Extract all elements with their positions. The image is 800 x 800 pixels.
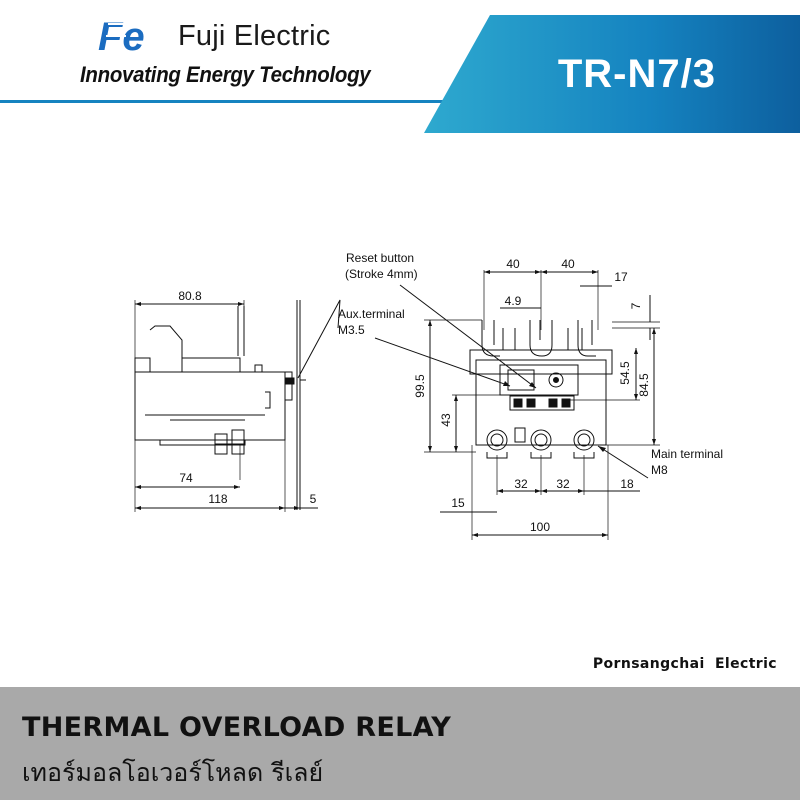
reset-label-line2: (Stroke 4mm) (345, 267, 418, 281)
dim-7: 7 (629, 302, 643, 309)
brand: Fe Fuji Electric (98, 16, 330, 56)
product-title-thai: เทอร์มอลโอเวอร์โหลด รีเลย์ (22, 758, 324, 787)
header: Fe Fuji Electric Innovating Energy Techn… (0, 0, 800, 135)
dim-100: 100 (530, 520, 550, 534)
dim-54-5: 54.5 (618, 361, 632, 385)
dim-18: 18 (620, 477, 634, 491)
credit-text: Pornsangchai Electric (592, 656, 777, 672)
reset-label-line1: Reset button (346, 251, 414, 265)
dim-40-right: 40 (561, 257, 575, 271)
dim-99-5: 99.5 (413, 374, 427, 398)
main-terminal-1 (486, 429, 508, 451)
side-view (134, 300, 318, 512)
model-banner (424, 15, 800, 133)
front-body (475, 359, 607, 446)
main-terminal-2 (530, 429, 552, 451)
dim-4-9: 4.9 (505, 294, 522, 308)
fe-logo-icon: Fe (98, 16, 145, 56)
main-terminal-3 (573, 429, 595, 451)
aux-leader (374, 337, 511, 387)
dim-15: 15 (451, 496, 465, 510)
reset-leader (399, 284, 537, 389)
side-body (134, 371, 286, 441)
brand-name: Fuji Electric (178, 19, 331, 52)
main-label-line1: Main terminal (651, 447, 723, 461)
side-top-bracket (149, 325, 183, 372)
dim-74: 74 (179, 471, 193, 485)
dim-118: 118 (208, 492, 227, 506)
dim-80-8: 80.8 (178, 289, 202, 303)
dim-32-right: 32 (556, 477, 570, 491)
header-banner (0, 15, 800, 133)
dim-40-left: 40 (506, 257, 520, 271)
reset-button (548, 372, 564, 388)
model-number: TR-N7/3 (557, 52, 716, 96)
tagline: Innovating Energy Technology (80, 62, 371, 87)
front-view (297, 270, 660, 540)
main-leader (597, 445, 649, 479)
dim-32-left: 32 (514, 477, 528, 491)
header-rule (0, 100, 460, 103)
dim-5: 5 (310, 492, 317, 506)
dim-17: 17 (614, 270, 628, 284)
aux-label-line2: M3.5 (338, 323, 365, 337)
dim-43: 43 (439, 413, 453, 427)
aux-label-line1: Aux.terminal (338, 307, 405, 321)
dim-84-5: 84.5 (637, 373, 651, 397)
main-label-line2: M8 (651, 463, 668, 477)
product-title: THERMAL OVERLOAD RELAY (22, 712, 452, 743)
footer: THERMAL OVERLOAD RELAY เทอร์มอลโอเวอร์โห… (0, 687, 800, 800)
